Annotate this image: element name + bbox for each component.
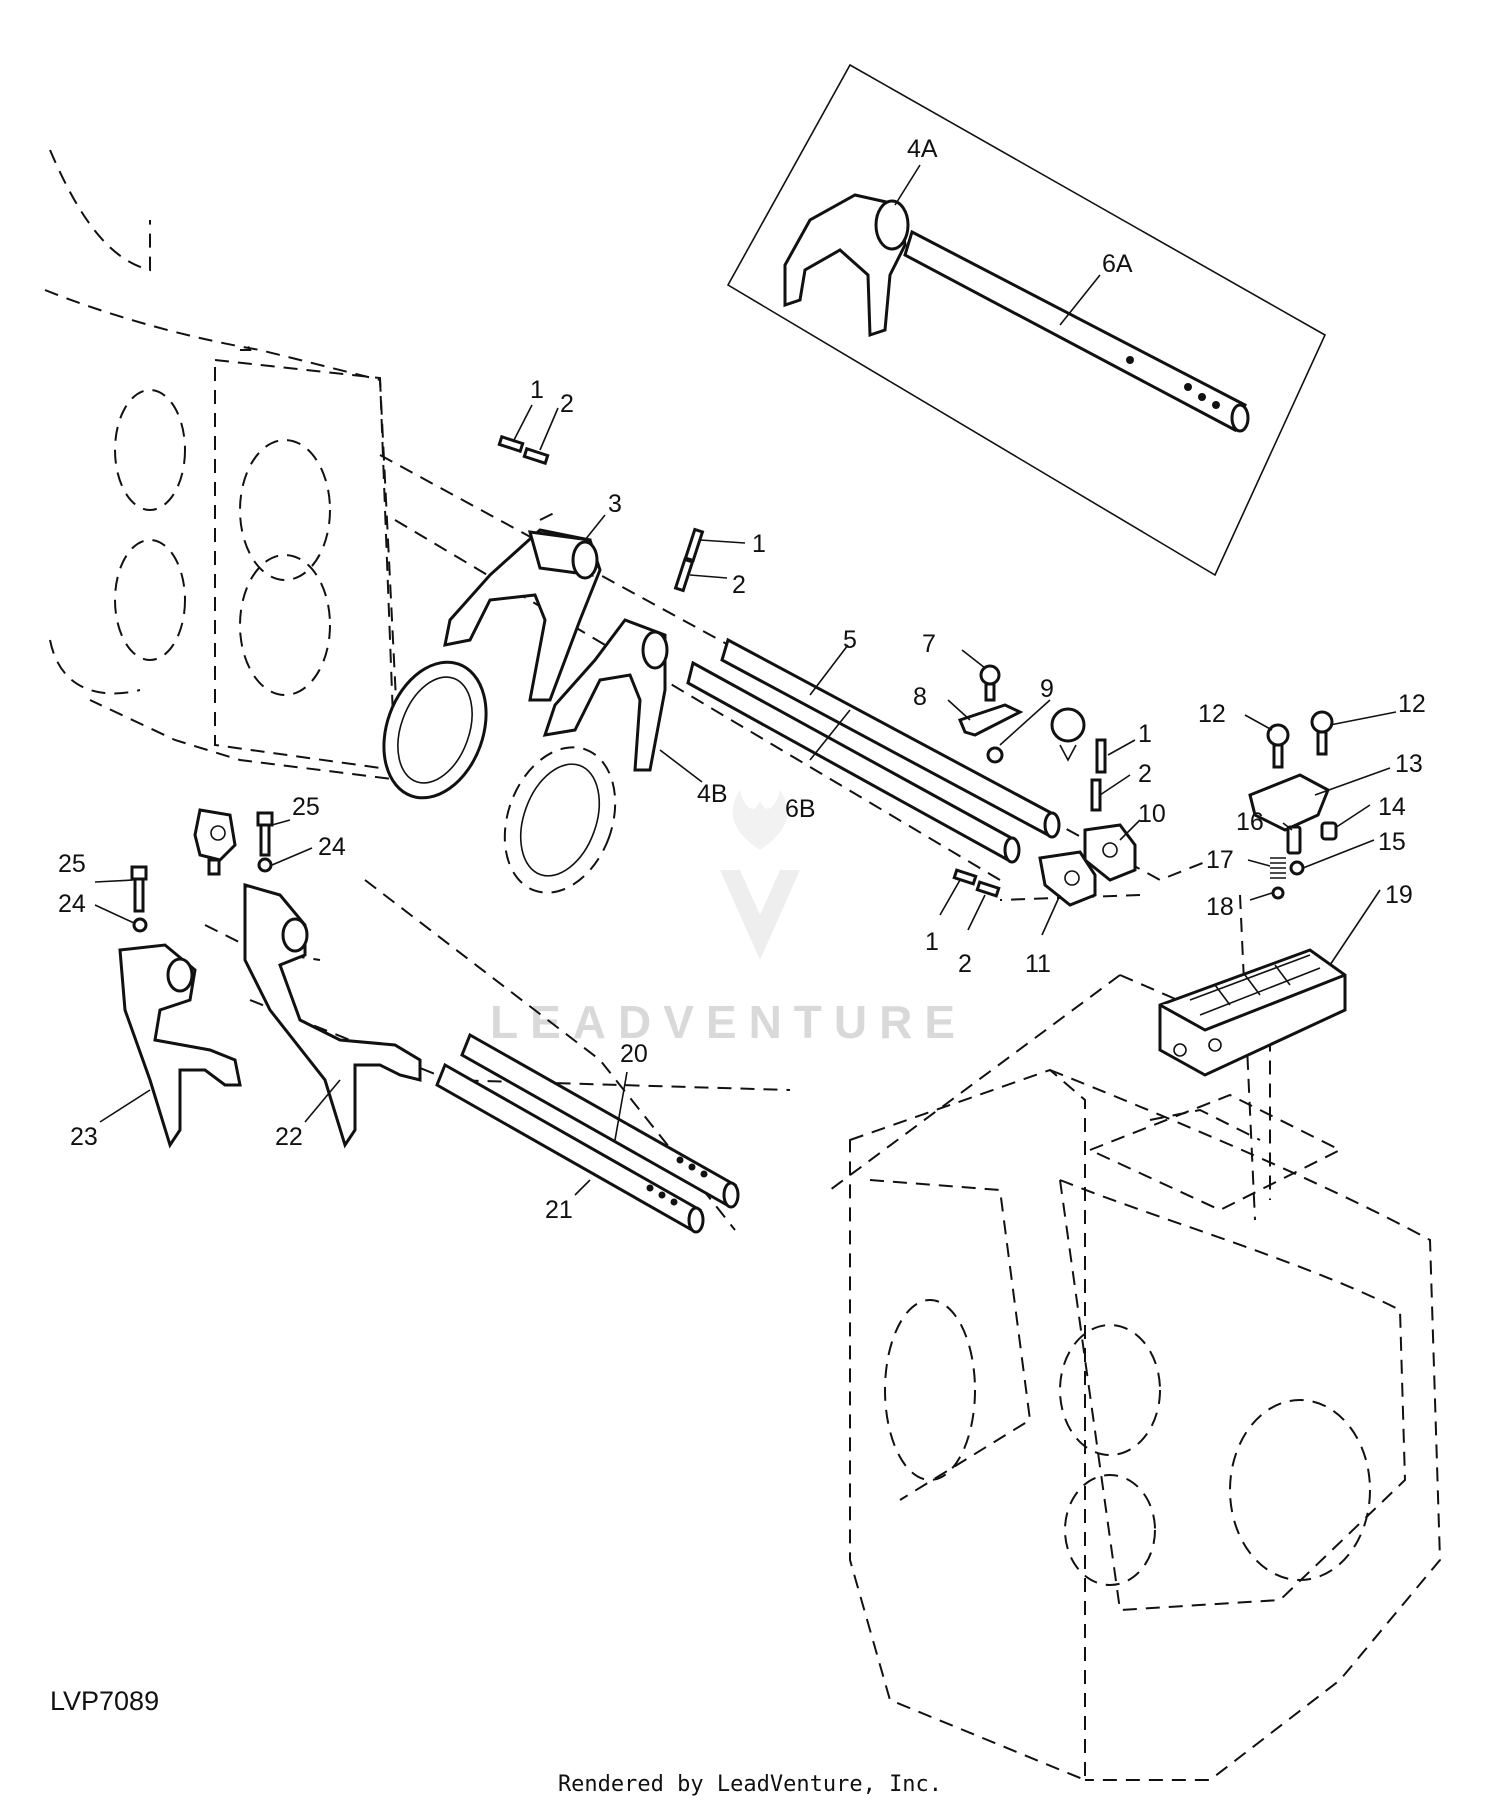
callout-24: 24 [58,890,86,918]
plug-14 [1320,821,1338,841]
callout-2: 2 [732,571,746,599]
spring-17 [1270,857,1286,879]
detent-ball-9 [986,746,1004,764]
callout-4b: 4B [697,780,728,808]
callout-17: 17 [1206,846,1234,874]
callout-15: 15 [1378,828,1406,856]
rear-housing [849,1068,1442,1782]
callout-12: 12 [1198,700,1226,728]
synchronizer-ring-upper [382,660,488,800]
callout-4a: 4A [907,135,938,163]
callout-25: 25 [58,850,86,878]
cap-screw-25-right [256,811,274,857]
callout-2: 2 [560,390,574,418]
shift-lug-11 [1038,850,1097,907]
shift-rod-21 [435,1062,705,1234]
synchronizer-ring-lower [503,746,617,894]
pin-2-upper [1090,778,1102,812]
callout-19: 19 [1385,881,1413,909]
plug-cap [1050,707,1086,762]
cover-plate-13 [1248,773,1330,832]
diagram-id-label: LVP7089 [50,1686,160,1716]
cap-screw-12-right [1310,710,1334,756]
callout-8: 8 [913,683,927,711]
callout-21: 21 [545,1196,573,1224]
ball-18 [1271,886,1285,900]
shift-fork-23 [118,943,242,1149]
washer-24-right [257,857,273,873]
watermark-text: LEADVENTURE [490,996,967,1048]
front-housing [44,149,402,782]
callout-1: 1 [752,530,766,558]
pin-2-lower [975,880,1001,898]
credit-line: Rendered by LeadVenture, Inc. [557,1772,943,1797]
callout-10: 10 [1138,800,1166,828]
lock-plate-8 [957,703,1024,737]
callout-25: 25 [292,793,320,821]
callout-6a: 6A [1102,250,1133,278]
cap-screw-12-left [1266,723,1290,769]
callout-16: 16 [1236,808,1264,836]
callout-23: 23 [70,1123,98,1151]
shift-rod-6b [686,660,1021,864]
callout-14: 14 [1378,793,1406,821]
shift-block [193,808,237,876]
callout-5: 5 [843,626,857,654]
cap-screw-25-left [130,865,148,913]
callout-20: 20 [620,1040,648,1068]
shift-rod-6a [903,229,1250,433]
shift-rod-5 [720,637,1061,839]
callout-6b: 6B [785,795,816,823]
inset-box [726,63,1327,577]
callout-11: 11 [1025,950,1051,978]
callout-18: 18 [1206,893,1234,921]
callout-1: 1 [530,376,544,404]
callout-2: 2 [1138,760,1152,788]
watermark-logo [720,790,800,960]
shift-rod-20 [460,1032,740,1209]
pin-1-upper [1095,738,1107,774]
callout-9: 9 [1040,675,1054,703]
washer-24-left [132,917,148,933]
callout-24: 24 [318,833,346,861]
callout-12: 12 [1398,690,1426,718]
callout-3: 3 [608,490,622,518]
shift-fork-4a [783,193,910,338]
callout-labels: 4A 6A 1 2 3 1 2 5 6B 4B 7 8 9 1 2 10 1 2… [58,135,1426,1224]
spring-pins-upper [497,434,705,593]
pin-1-lower [952,868,978,886]
ball-15 [1289,860,1305,876]
callout-7: 7 [922,630,936,658]
callout-13: 13 [1395,750,1423,778]
bolt-7 [979,664,1001,702]
leader-lines [94,164,1397,1196]
detent-housing-19 [1158,948,1347,1077]
callout-22: 22 [275,1123,303,1151]
pin-16 [1286,825,1302,855]
callout-1: 1 [1138,720,1152,748]
shift-fork-22 [243,883,422,1149]
callout-1: 1 [925,928,939,956]
callout-2: 2 [958,950,972,978]
shift-fork-4b [542,618,669,772]
shift-fork-3 [443,528,602,702]
